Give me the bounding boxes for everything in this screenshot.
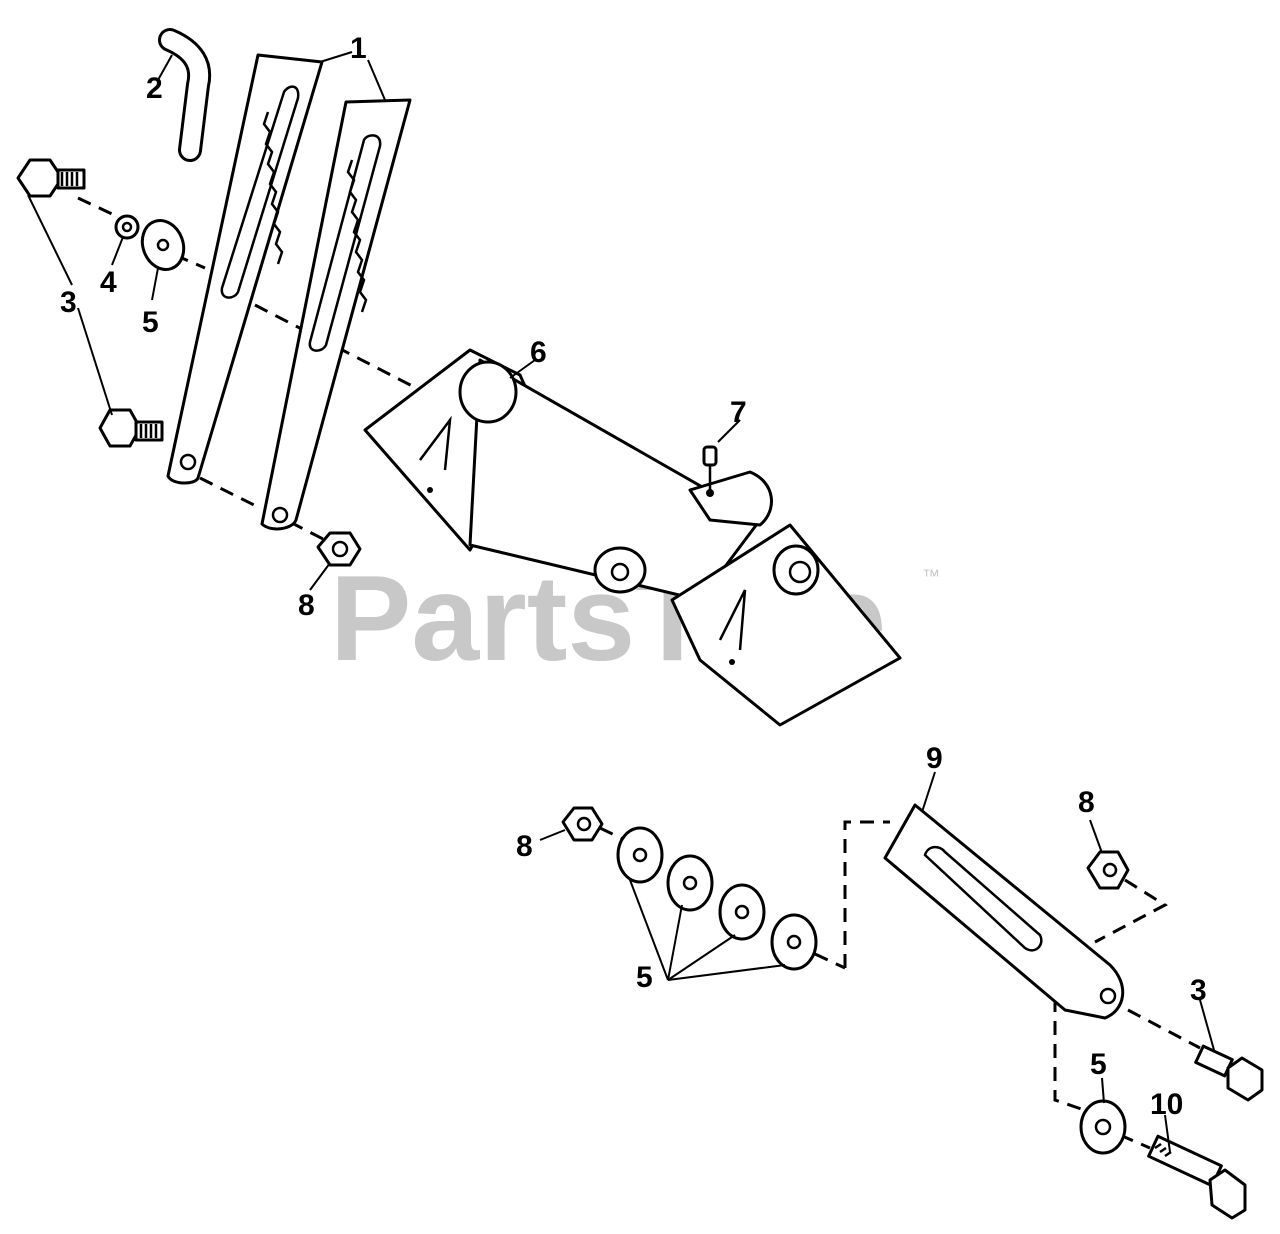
callout-3-left: 3	[60, 286, 77, 319]
callout-2: 2	[146, 72, 163, 105]
part-8-hex-nut-middle	[561, 806, 604, 842]
callout-5-row: 5	[636, 961, 653, 994]
callout-8-right: 8	[1078, 786, 1095, 819]
part-1-bracket-left	[166, 53, 324, 485]
part-3-bolt-right	[1194, 1044, 1264, 1102]
part-6-pivot-tube	[363, 348, 902, 727]
part-2-bent-rod	[158, 28, 212, 162]
part-8-hex-nut-upper	[316, 531, 362, 567]
callout-8-upper: 8	[298, 589, 315, 622]
callout-6: 6	[530, 336, 547, 369]
part-5-washer-upper	[140, 219, 186, 271]
callout-7: 7	[730, 396, 747, 429]
callout-10: 10	[1150, 1088, 1183, 1121]
part-8-hex-nut-right	[1086, 850, 1130, 890]
part-10-bolt	[1147, 1134, 1247, 1220]
callout-9: 9	[926, 742, 943, 775]
part-3-bolt-lower	[98, 408, 164, 448]
part-5-washer-lower	[1079, 1099, 1127, 1155]
part-7-grease-fitting	[702, 445, 718, 497]
part-1-bracket-right	[260, 98, 412, 531]
callout-8-middle: 8	[516, 830, 533, 863]
part-9-adjuster-bracket	[883, 803, 1125, 1020]
callout-1: 1	[350, 32, 367, 65]
callout-5-lower: 5	[1090, 1048, 1107, 1081]
callout-3-right: 3	[1190, 974, 1207, 1007]
trademark-symbol: ™	[922, 566, 940, 586]
callout-labels: 1 2 3 4 5 6 7 8 8 8 9 5 3 5 10	[60, 32, 1207, 1121]
callout-5-upper: 5	[142, 306, 159, 339]
callout-4: 4	[100, 266, 117, 299]
leader-lines	[27, 51, 1215, 1153]
part-5-washer-row	[616, 826, 818, 971]
part-3-bolt-upper	[16, 158, 86, 198]
part-4-lock-washer	[114, 214, 140, 240]
